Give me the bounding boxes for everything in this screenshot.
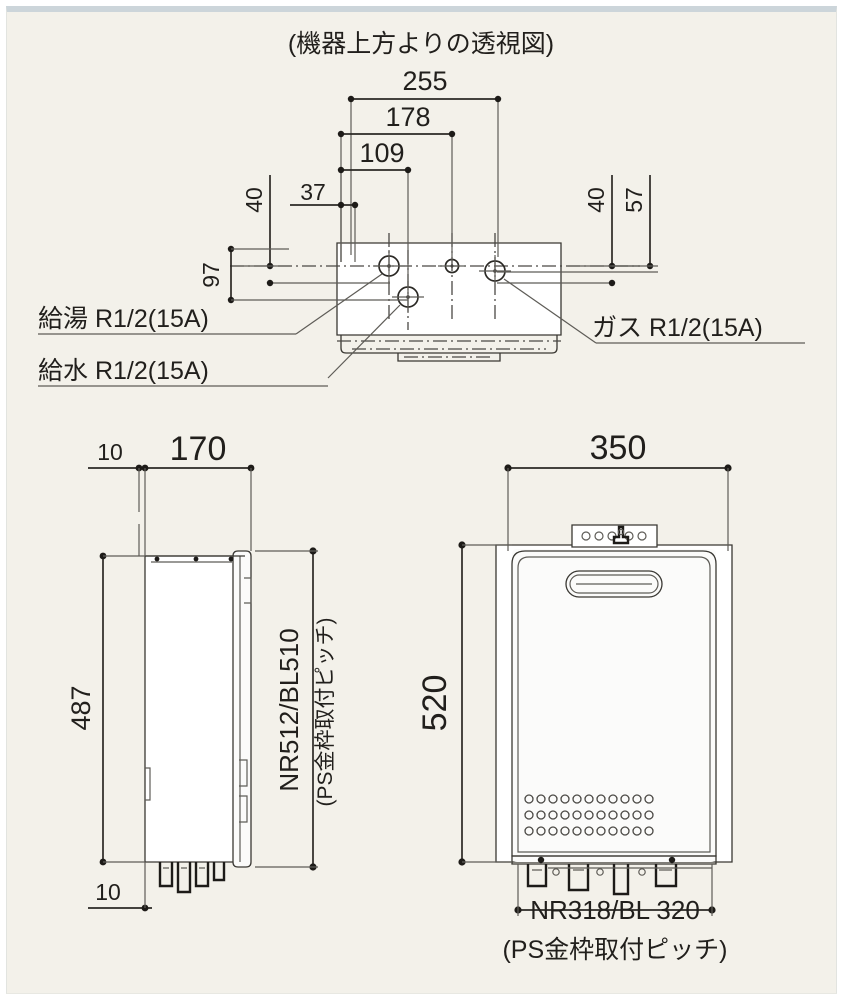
dim-97: 97	[198, 245, 408, 304]
dim-nr512: NR512/BL510 (PS金枠取付ピッチ)	[255, 547, 337, 871]
callout-hot-water: 給湯 R1/2(15A)	[38, 305, 296, 335]
callout-hot-water-label: 給湯 R1/2(15A)	[38, 305, 209, 333]
dim-37-label: 37	[300, 179, 326, 205]
dim-487-label: 487	[66, 685, 96, 730]
dim-37: 37	[290, 179, 359, 262]
callout-cold-water: 給水 R1/2(15A)	[38, 357, 328, 387]
callout-cold-water-label: 給水 R1/2(15A)	[38, 357, 209, 385]
dim-40-left-label: 40	[241, 187, 267, 213]
side-view-group: 170 10 487 10	[66, 430, 337, 912]
dim-350-label: 350	[590, 429, 647, 467]
dim-nr512-label: NR512/BL510	[274, 628, 304, 791]
dim-350: 350	[504, 429, 732, 551]
dim-170: 170	[88, 430, 255, 556]
dim-178: 178	[337, 102, 456, 262]
dim-487: 487	[66, 552, 145, 866]
top-view-group: 255 178 109	[38, 66, 805, 387]
dim-109-label: 109	[359, 138, 404, 168]
port-gas	[479, 255, 511, 287]
dim-520-label: 520	[416, 675, 454, 732]
dim-nr512-note: (PS金枠取付ピッチ)	[314, 618, 337, 807]
front-view-pipes	[511, 855, 717, 896]
dim-nr318: NR318/BL 320 (PS金枠取付ピッチ)	[502, 864, 728, 964]
panel-slot-vent	[565, 570, 663, 598]
dim-40-left: 40	[230, 175, 390, 287]
dim-10-bottom-label: 10	[95, 879, 121, 905]
dim-10-top-label: 10	[97, 439, 123, 465]
dim-57: 57	[497, 175, 658, 273]
dim-10-bottom: 10	[88, 862, 152, 912]
port-hot-water	[373, 250, 405, 282]
callout-gas-label: ガス R1/2(15A)	[592, 314, 763, 342]
panel-grille	[524, 794, 654, 836]
dim-178-label: 178	[385, 102, 430, 132]
dim-nr318-note: (PS金枠取付ピッチ)	[502, 936, 727, 964]
flue-outlet	[571, 524, 658, 548]
dim-520: 520	[416, 541, 512, 866]
front-panel	[511, 549, 717, 862]
dim-170-label: 170	[170, 430, 227, 468]
dim-10-top: 10	[97, 439, 143, 556]
dim-109: 109	[337, 138, 412, 290]
dim-40-right-label: 40	[583, 187, 609, 213]
dim-255-label: 255	[402, 66, 447, 96]
front-view-group: 350 520 NR318/BL 320 (PS金枠取付ピッチ)	[416, 429, 733, 964]
top-view-title: (機器上方よりの透視図)	[288, 30, 554, 58]
side-view-pipes	[158, 862, 226, 894]
dim-97-label: 97	[198, 262, 224, 288]
callout-gas: ガス R1/2(15A)	[592, 314, 805, 344]
dim-nr318-label: NR318/BL 320	[530, 895, 700, 925]
dim-255: 255	[347, 66, 502, 257]
dim-57-label: 57	[621, 187, 647, 213]
